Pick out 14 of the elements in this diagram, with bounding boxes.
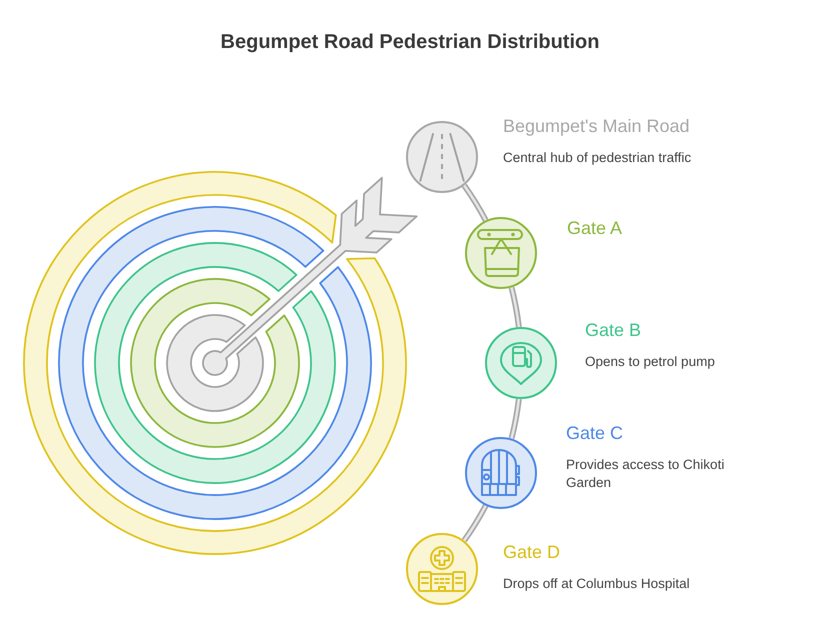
stop-heading: Gate C (566, 422, 624, 444)
diagram-title: Begumpet Road Pedestrian Distribution (220, 30, 600, 55)
stop-description: Central hub of pedestrian traffic (503, 149, 692, 167)
stop-description: Drops off at Columbus Hospital (503, 575, 690, 593)
stop-heading: Begumpet's Main Road (503, 115, 690, 137)
connector-line (462, 504, 488, 542)
stop-heading: Gate B (585, 319, 642, 341)
stop-description: Opens to petrol pump (585, 353, 715, 371)
connector-line (462, 184, 488, 222)
stop-description: Provides access to Chikoti Garden (566, 456, 726, 492)
connector-line (508, 398, 522, 440)
stop-heading: Gate D (503, 541, 560, 563)
connector-line (508, 286, 522, 328)
stop-heading: Gate A (567, 217, 622, 239)
